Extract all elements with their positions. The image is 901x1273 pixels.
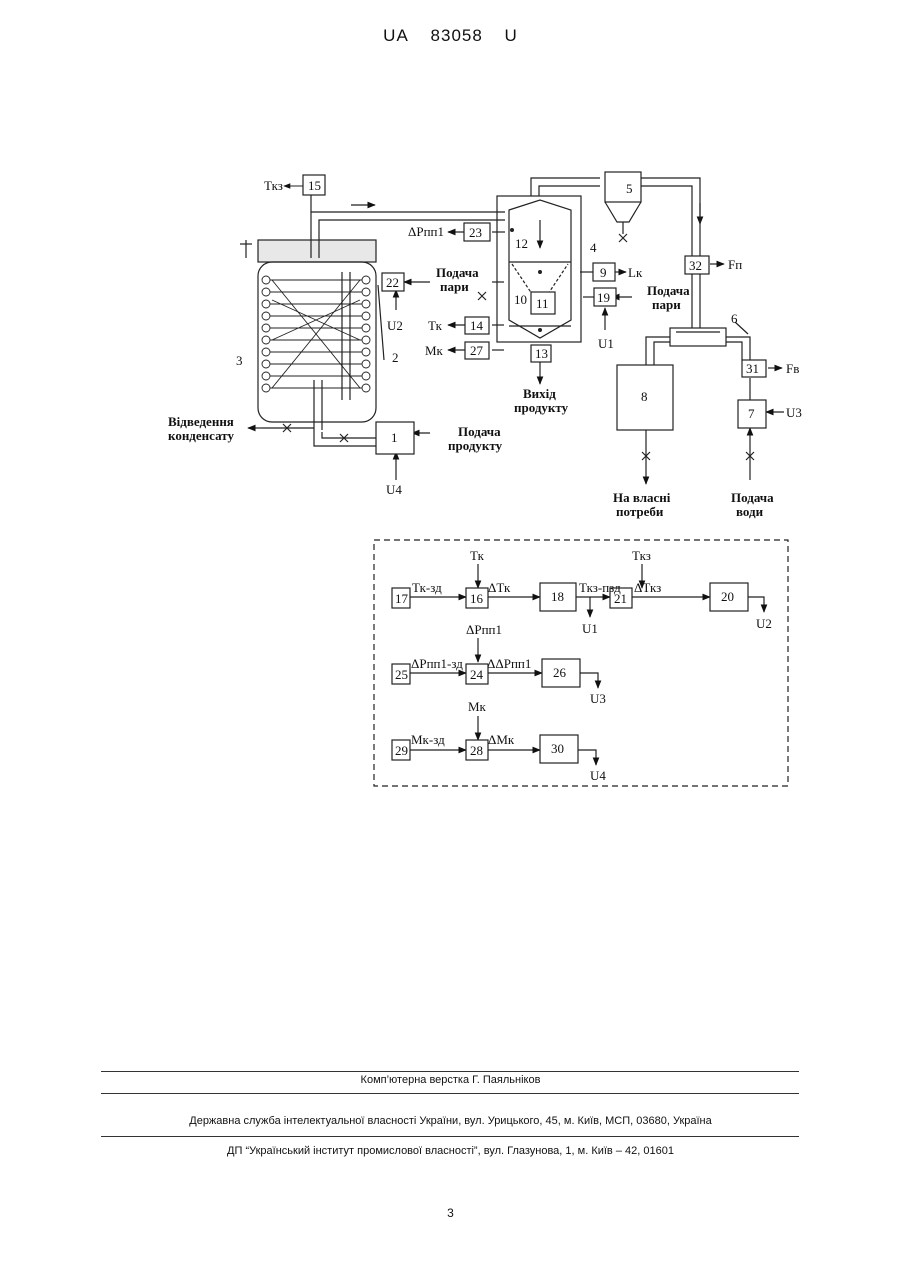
label-fv: Fв [786,361,799,376]
label-cond-1: Відведення [168,414,234,429]
label-lk: Lк [628,265,643,280]
num-15: 15 [308,178,321,193]
num-4: 4 [590,240,597,255]
num-11: 11 [536,296,549,311]
footer-rule-1 [101,1071,799,1072]
label-steam-left-1: Подача [436,265,479,280]
label-steam-right-1: Подача [647,283,690,298]
ctrl-mk-in: Мк [468,699,487,714]
ctrl-dmk: ΔМк [488,732,515,747]
num-3: 3 [236,353,243,368]
ctrl-num-16: 16 [470,591,484,606]
label-prod-out-2: продукту [514,400,569,415]
evaporator-vessel [497,196,581,342]
ctrl-tkz-in: Ткз [632,548,651,563]
ctrl-u1: U1 [582,621,598,636]
label-u2-top: U2 [387,318,403,333]
ctrl-dp-zd: ΔРпп1-зд [411,656,463,671]
num-23: 23 [469,225,482,240]
ctrl-num-18: 18 [551,589,564,604]
ctrl-ddp: ΔΔРпп1 [487,656,531,671]
num-6: 6 [731,311,738,326]
label-water-2: води [736,504,764,519]
ctrl-tk-in: Тк [470,548,485,563]
label-fp: Fп [728,257,742,272]
num-7: 7 [748,406,755,421]
label-own-1: На власні [613,490,671,505]
ctrl-u2: U2 [756,616,772,631]
ctrl-dtk: ΔТк [488,580,511,595]
footer-institute: ДП “Український інститут промислової вла… [0,1145,901,1157]
footer-service: Державна служба інтелектуальної власност… [0,1115,901,1127]
label-u1-top: U1 [598,336,614,351]
label-mk-out: Мк [425,343,444,358]
num-12: 12 [515,236,528,251]
num-1: 1 [391,430,398,445]
footer-rule-2 [101,1093,799,1094]
footer-layout: Комп’ютерна верстка Г. Паяльніков [0,1074,901,1086]
num-8: 8 [641,389,648,404]
cyclone-separator [605,172,641,242]
num-32: 32 [689,258,702,273]
ctrl-num-29: 29 [395,743,408,758]
heat-exchanger-6 [670,328,726,346]
ctrl-mk-zd: Мк-зд [411,732,445,747]
ctrl-num-25: 25 [395,667,408,682]
num-2: 2 [392,350,399,365]
ctrl-num-26: 26 [553,665,567,680]
label-tk-out: Тк [428,318,443,333]
num-31: 31 [746,361,759,376]
ctrl-num-30: 30 [551,741,564,756]
label-u3-top: U3 [786,405,802,420]
label-cond-2: конденсату [168,428,234,443]
num-10: 10 [514,292,527,307]
label-own-2: потреби [616,504,664,519]
heat-exchanger-vessel [240,240,384,440]
page-number: 3 [0,1206,901,1220]
ctrl-dp-in: ΔРпп1 [466,622,502,637]
label-prod-in-2: продукту [448,438,503,453]
ctrl-dtkz: ΔТкз [634,580,661,595]
num-14: 14 [470,318,484,333]
num-19: 19 [597,290,610,305]
label-steam-right-2: пари [652,297,681,312]
ctrl-num-20: 20 [721,589,734,604]
label-prod-out-1: Вихід [523,386,556,401]
ctrl-u3: U3 [590,691,606,706]
num-22: 22 [386,275,399,290]
label-dp-out: ΔPпп1 [408,224,444,239]
label-tkz-out: Ткз [264,178,283,193]
num-27: 27 [470,343,484,358]
ctrl-num-28: 28 [470,743,483,758]
ctrl-num-17: 17 [395,591,409,606]
num-9: 9 [600,265,607,280]
ctrl-u4: U4 [590,768,606,783]
label-prod-in-1: Подача [458,424,501,439]
num-13: 13 [535,346,548,361]
footer-rule-3 [101,1136,799,1137]
coil-tubes [270,280,362,388]
label-u4-top: U4 [386,482,402,497]
ctrl-num-24: 24 [470,667,484,682]
label-steam-left-2: пари [440,279,469,294]
label-water-1: Подача [731,490,774,505]
ctrl-tk-zd: Тк-зд [412,580,442,595]
num-5: 5 [626,181,633,196]
ctrl-num-21: 21 [614,591,627,606]
